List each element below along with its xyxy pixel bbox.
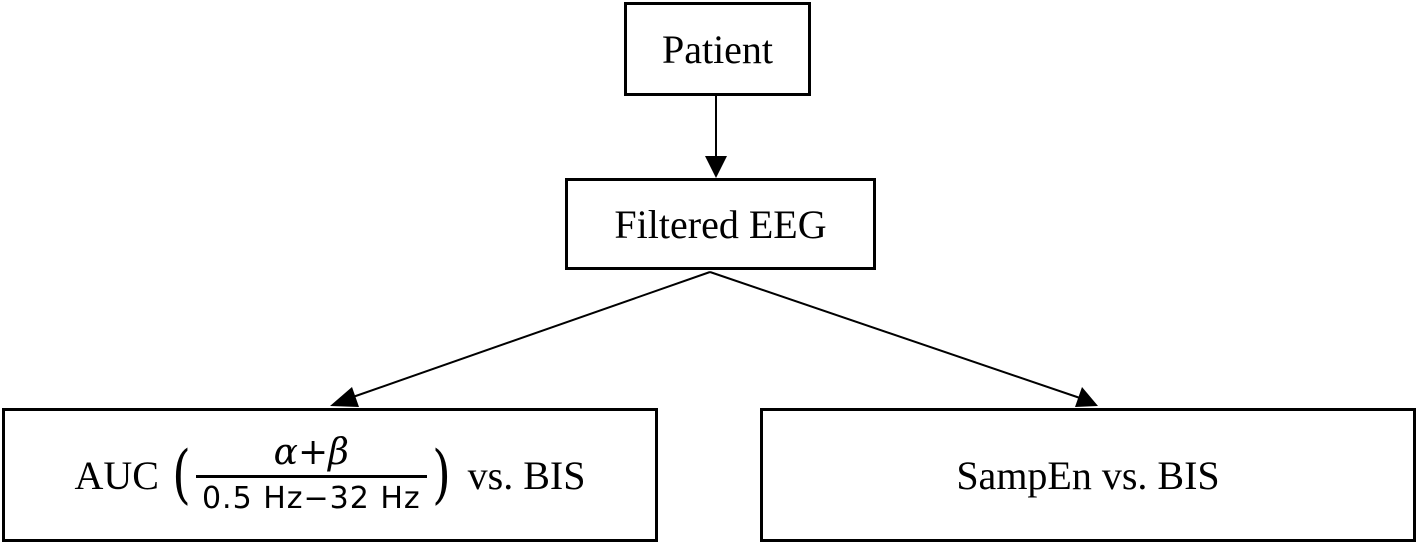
fraction-bar xyxy=(195,474,427,478)
auc-vs-bis-node: AUC ( α+β 0.5 Hz−32 Hz ) vs. BIS xyxy=(2,408,658,542)
auc-fraction: α+β 0.5 Hz−32 Hz xyxy=(195,431,427,520)
auc-close-paren: ) xyxy=(431,438,451,512)
edge-filtered-to-auc xyxy=(349,271,711,399)
arrowhead-filtered-to-sampen xyxy=(1075,387,1098,407)
auc-open-paren: ( xyxy=(172,438,191,512)
sampen-vs-bis-node: SampEn vs. BIS xyxy=(760,408,1416,542)
filtered-eeg-label: Filtered EEG xyxy=(614,201,827,247)
patient-label: Patient xyxy=(661,26,774,72)
auc-denominator: 0.5 Hz−32 Hz xyxy=(201,480,421,516)
edge-filtered-to-sampen xyxy=(709,271,1081,399)
auc-numerator: α+β xyxy=(273,431,349,473)
patient-node: Patient xyxy=(624,2,811,96)
filtered-eeg-node: Filtered EEG xyxy=(565,178,876,270)
auc-suffix: vs. BIS xyxy=(467,452,586,498)
sampen-label: SampEn vs. BIS xyxy=(956,452,1220,498)
arrowhead-filtered-to-auc xyxy=(330,387,359,407)
auc-prefix: AUC xyxy=(74,452,159,498)
auc-formula: AUC ( α+β 0.5 Hz−32 Hz ) vs. BIS xyxy=(75,431,586,520)
arrowhead-patient-to-filtered xyxy=(705,156,727,178)
